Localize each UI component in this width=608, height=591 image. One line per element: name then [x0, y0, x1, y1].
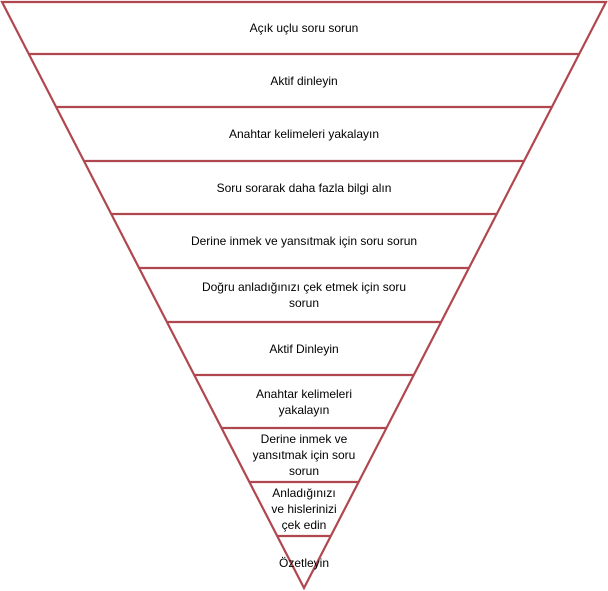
funnel-level-8-label: Anahtar kelimeleri yakalayın	[255, 386, 353, 417]
funnel-level-5-label: Derine inmek ve yansıtmak için soru soru…	[190, 234, 418, 248]
funnel-level-9-label: Derine inmek ve yansıtmak için soru soru…	[252, 432, 356, 478]
funnel-level-7-label: Aktif Dinleyin	[269, 341, 339, 356]
funnel-level-6-label: Doğru anladığınızı çek etmek için soru s…	[201, 280, 407, 310]
funnel-level-4-label: Soru sorarak daha fazla bilgi alın	[216, 180, 392, 195]
funnel-level-11-label: Özetleyin	[278, 556, 330, 570]
funnel-level-1-label: Açık uçlu soru sorun	[249, 21, 359, 35]
funnel-level-3-label: Anahtar kelimeleri yakalayın	[228, 127, 380, 141]
funnel-level-10-label: Anladığınızı ve hislerinizi çek edin	[271, 486, 337, 532]
funnel-level-2-label: Aktif dinleyin	[270, 73, 338, 88]
